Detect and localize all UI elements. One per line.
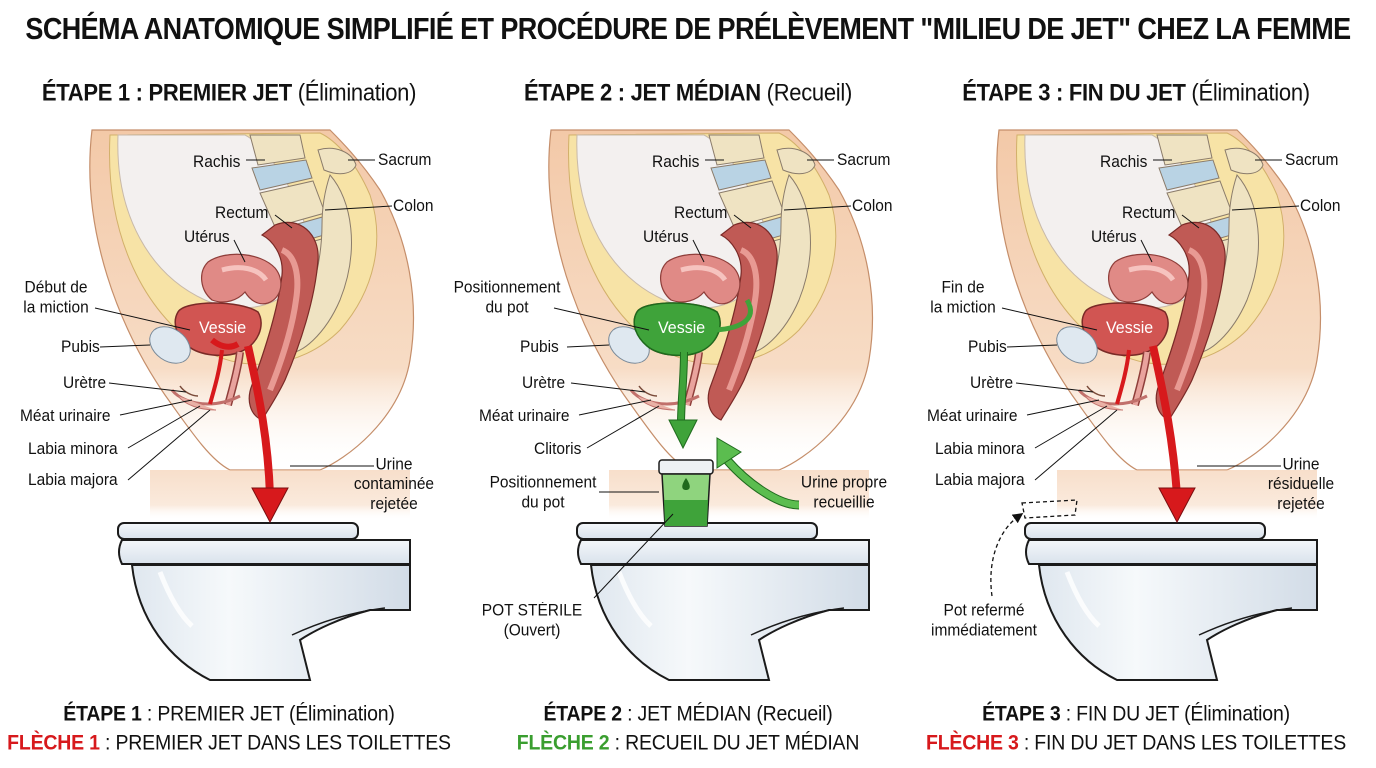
label-labia-majora: Labia majora xyxy=(28,471,118,490)
step-3-illustration xyxy=(990,0,1365,700)
panel-step-2: ÉTAPE 2 : JET MÉDIAN (Recueil) Rachis Sa… xyxy=(454,0,917,768)
label-sacrum: Sacrum xyxy=(1285,151,1339,170)
panel-step-1: ÉTAPE 1 : PREMIER JET (Élimination) Rach… xyxy=(0,0,458,768)
step-3-heading: ÉTAPE 3 : FIN DU JET (Élimination) xyxy=(962,78,1310,106)
step-2-heading: ÉTAPE 2 : JET MÉDIAN (Recueil) xyxy=(524,78,852,106)
label-clitoris: Clitoris xyxy=(534,440,582,459)
label-rachis: Rachis xyxy=(652,153,700,172)
label-pubis: Pubis xyxy=(61,338,100,357)
collected-urine-arrow xyxy=(724,457,800,509)
label-uretre: Urètre xyxy=(522,374,566,393)
label-colon: Colon xyxy=(1300,197,1341,216)
step-2-illustration xyxy=(459,0,917,700)
label-colon: Colon xyxy=(852,197,893,216)
label-labia-minora: Labia minora xyxy=(28,440,118,459)
closed-pot-arrow xyxy=(990,513,1024,597)
label-rectum: Rectum xyxy=(674,204,728,223)
label-uterus: Utérus xyxy=(1091,228,1137,247)
end-stream-arrow-head xyxy=(1158,487,1196,524)
bladder-green xyxy=(633,302,721,357)
label-colon: Colon xyxy=(393,197,434,216)
first-stream-bladder xyxy=(210,337,240,350)
arrow-1-caption: FLÈCHE 1 : PREMIER JET DANS LES TOILETTE… xyxy=(7,731,451,755)
label-meat-urinaire: Méat urinaire xyxy=(927,407,1018,426)
label-uretre: Urètre xyxy=(63,374,107,393)
label-uretre: Urètre xyxy=(970,374,1014,393)
first-stream-urethra xyxy=(208,349,224,405)
label-uterus: Utérus xyxy=(643,228,689,247)
label-pubis: Pubis xyxy=(520,338,559,357)
panel-step-3: ÉTAPE 3 : FIN DU JET (Élimination) Rachi… xyxy=(907,0,1365,768)
end-stream-urethra xyxy=(1115,349,1131,405)
end-stream-arrow-shaft xyxy=(1149,345,1181,496)
label-labia-majora: Labia majora xyxy=(935,471,1025,490)
step-1-caption: ÉTAPE 1 : PREMIER JET (Élimination) xyxy=(63,702,395,726)
label-vessie: Vessie xyxy=(658,319,706,338)
first-stream-arrow-head xyxy=(251,487,289,524)
closed-pot-outline xyxy=(1021,499,1078,519)
arrow-3-caption: FLÈCHE 3 : FIN DU JET DANS LES TOILETTES xyxy=(925,731,1347,755)
label-labia-minora: Labia minora xyxy=(935,440,1025,459)
label-rachis: Rachis xyxy=(1100,153,1148,172)
label-rectum: Rectum xyxy=(1122,204,1176,223)
page-title: SCHÉMA ANATOMIQUE SIMPLIFIÉ ET PROCÉDURE… xyxy=(25,12,1351,46)
label-sacrum: Sacrum xyxy=(378,151,432,170)
label-pubis: Pubis xyxy=(968,338,1007,357)
midstream-arrow-shaft xyxy=(678,351,687,426)
step-2-caption: ÉTAPE 2 : JET MÉDIAN (Recueil) xyxy=(543,702,833,726)
first-stream-arrow-shaft xyxy=(244,345,274,496)
label-vessie: Vessie xyxy=(1106,319,1154,338)
arrow-2-caption: FLÈCHE 2 : RECUEIL DU JET MÉDIAN xyxy=(516,731,860,755)
step-1-heading: ÉTAPE 1 : PREMIER JET (Élimination) xyxy=(41,78,417,106)
label-vessie: Vessie xyxy=(199,319,247,338)
label-pot-sterile: POT STÉRILE(Ouvert) xyxy=(481,602,583,640)
sterile-pot xyxy=(658,459,714,527)
label-meat-urinaire: Méat urinaire xyxy=(20,407,111,426)
label-meat-urinaire: Méat urinaire xyxy=(479,407,570,426)
label-rectum: Rectum xyxy=(215,204,269,223)
label-sacrum: Sacrum xyxy=(837,151,891,170)
label-rachis: Rachis xyxy=(193,153,241,172)
label-uterus: Utérus xyxy=(184,228,230,247)
step-1-illustration xyxy=(0,0,458,700)
step-3-caption: ÉTAPE 3 : FIN DU JET (Élimination) xyxy=(982,702,1290,726)
midstream-arrow-head xyxy=(668,419,698,450)
